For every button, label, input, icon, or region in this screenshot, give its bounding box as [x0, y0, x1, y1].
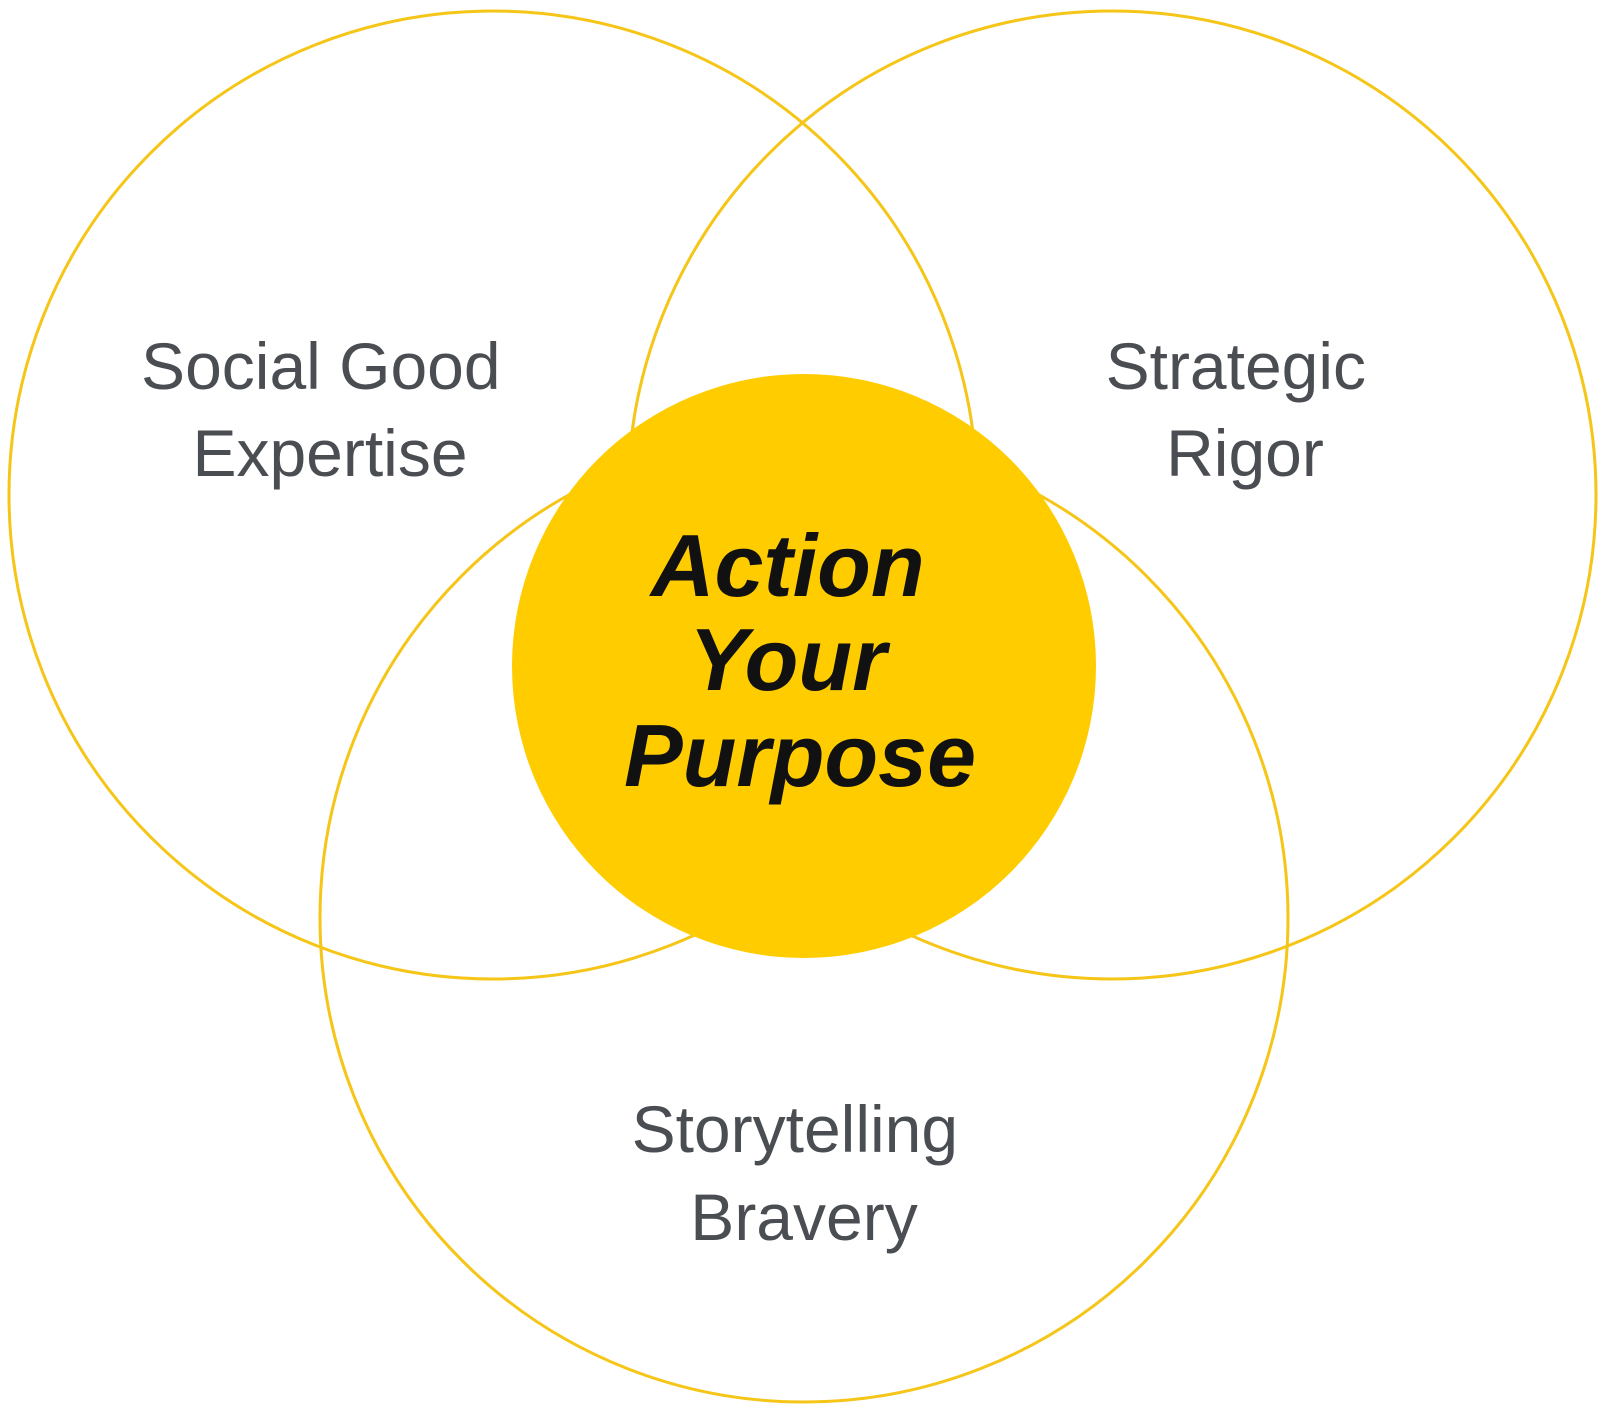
label-storytelling-bravery: Storytelling Bravery — [632, 1092, 977, 1254]
core-label-line-1: Action — [649, 516, 925, 615]
label-social-good: Social Good Expertise — [141, 329, 519, 490]
core-circle — [512, 374, 1096, 958]
label-strategic-rigor-line-1: Strategic — [1106, 329, 1366, 403]
core-label: Action Your Purpose — [624, 516, 976, 805]
label-strategic-rigor-line-2: Rigor — [1166, 416, 1324, 490]
label-storytelling-line-1: Storytelling — [632, 1092, 959, 1166]
label-social-good-line-1: Social Good — [141, 329, 501, 403]
label-strategic-rigor: Strategic Rigor — [1106, 329, 1385, 490]
core-label-line-3: Purpose — [624, 706, 976, 805]
core-label-line-2: Your — [689, 610, 891, 709]
label-social-good-line-2: Expertise — [192, 416, 467, 490]
label-storytelling-line-2: Bravery — [690, 1180, 917, 1254]
